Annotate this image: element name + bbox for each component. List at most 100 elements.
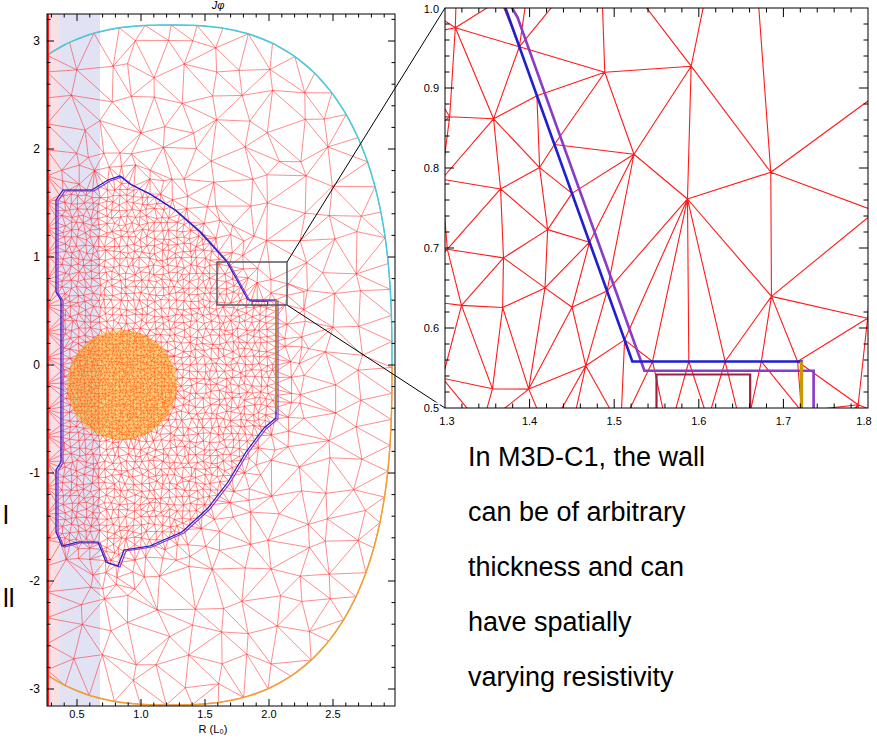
tick-marks — [47, 14, 395, 706]
tick-mark — [864, 376, 869, 377]
tick-mark — [546, 8, 547, 13]
tick-mark — [269, 699, 270, 706]
tick-mark — [102, 703, 103, 707]
tick-mark — [89, 703, 90, 707]
zoom-box — [217, 262, 287, 305]
tick-mark — [445, 344, 450, 345]
tick-mark — [153, 703, 154, 707]
pink-band — [47, 14, 60, 706]
tick-mark — [529, 399, 530, 408]
tick-mark — [859, 88, 868, 89]
wall-segment — [800, 361, 803, 408]
tick-mark — [864, 216, 869, 217]
tick-mark — [732, 404, 733, 409]
tick-mark — [392, 559, 396, 560]
tick-mark — [864, 280, 869, 281]
tick-mark — [529, 8, 530, 17]
tick-mark — [47, 451, 51, 452]
tick-mark — [281, 14, 282, 18]
tick-mark — [47, 41, 54, 42]
axis-title: R (L₀) — [197, 724, 228, 735]
tick-mark — [445, 328, 454, 329]
tick-mark — [461, 8, 462, 13]
tick-mark — [256, 14, 257, 18]
tick-mark — [392, 321, 396, 322]
tick-mark — [715, 8, 716, 13]
tick-mark — [388, 41, 395, 42]
tick-mark — [47, 624, 51, 625]
tick-mark — [563, 8, 564, 13]
tick-mark — [47, 365, 54, 366]
tick-mark — [102, 14, 103, 18]
tick-mark — [47, 645, 51, 646]
tick-mark — [864, 24, 869, 25]
boundary-top — [445, 8, 868, 408]
tick-mark — [47, 62, 51, 63]
wall-outer-line — [445, 8, 814, 408]
tick-mark — [859, 328, 868, 329]
tick-mark — [392, 170, 396, 171]
tick-mark — [384, 703, 385, 707]
tick-mark — [205, 14, 206, 21]
tick-mark — [563, 404, 564, 409]
tick-mark — [392, 105, 396, 106]
tick-mark — [392, 408, 396, 409]
wall-notch — [656, 375, 750, 408]
zoom-leader — [287, 8, 445, 262]
tick-mark — [478, 8, 479, 13]
tick-mark — [664, 8, 665, 13]
tick-mark — [307, 703, 308, 707]
zoom-leader — [287, 305, 445, 408]
tick-mark — [864, 264, 869, 265]
tick-mark — [445, 56, 450, 57]
tick-mark — [580, 8, 581, 13]
wall-inner-line — [56, 176, 276, 566]
tick-mark — [864, 40, 869, 41]
axis-tick-label: 1.5 — [196, 709, 213, 720]
tick-mark — [864, 104, 869, 105]
tick-mark — [47, 84, 51, 85]
tick-mark — [445, 280, 450, 281]
tick-mark — [51, 703, 52, 707]
tick-mark — [47, 689, 54, 690]
tick-mark — [371, 703, 372, 707]
tick-mark — [47, 473, 54, 474]
tick-mark — [817, 8, 818, 13]
inset-ground — [445, 8, 868, 408]
tick-mark — [864, 56, 869, 57]
tick-mark — [47, 300, 51, 301]
tick-mark — [388, 473, 395, 474]
tick-mark — [864, 72, 869, 73]
tick-mark — [345, 14, 346, 18]
tick-mark — [864, 120, 869, 121]
tick-mark — [47, 213, 51, 214]
tick-mark — [358, 703, 359, 707]
wall-inner-line — [445, 8, 802, 408]
tick-mark — [597, 404, 598, 409]
text-fragment: l — [2, 502, 10, 528]
tick-mark — [333, 14, 334, 21]
tick-mark — [698, 8, 699, 17]
axis-tick-label: 0 — [32, 359, 41, 371]
tick-mark — [47, 559, 51, 560]
tick-mark — [445, 376, 450, 377]
axis-tick-label: 1.0 — [132, 709, 149, 720]
tick-mark — [230, 14, 231, 18]
tick-mark — [392, 667, 396, 668]
boundary-bottom — [47, 365, 392, 705]
inset-tick-label: 0.9 — [423, 83, 440, 94]
tick-mark — [47, 494, 51, 495]
tick-mark — [864, 296, 869, 297]
tick-mark — [783, 399, 784, 408]
tick-mark — [681, 404, 682, 409]
tick-mark — [320, 14, 321, 18]
mesh — [47, 25, 392, 705]
tick-mark — [859, 248, 868, 249]
tick-mark — [512, 8, 513, 13]
tick-mark — [766, 404, 767, 409]
tick-mark — [864, 360, 869, 361]
tick-mark — [47, 602, 51, 603]
tick-mark — [269, 14, 270, 21]
tick-mark — [166, 703, 167, 707]
tick-mark — [388, 689, 395, 690]
